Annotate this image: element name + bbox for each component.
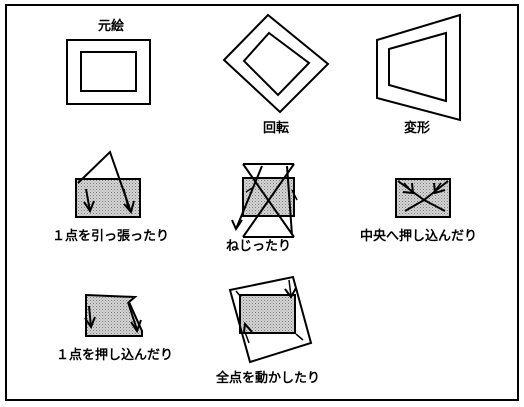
push-center-figure	[395, 178, 451, 218]
label-twist: ねじったり	[226, 239, 291, 254]
twist-figure	[231, 163, 298, 238]
push-one-point-figure	[84, 293, 143, 337]
label-push-center: 中央へ押し込んだり	[360, 228, 477, 244]
label-push-one-point: １点を押し込んだり	[56, 347, 173, 363]
label-pull-one-point: １点を引っ張ったり	[52, 228, 169, 244]
deformed-frame	[376, 13, 461, 122]
outer-border	[5, 4, 519, 401]
move-all-points-figure	[228, 275, 313, 364]
label-original: 元絵	[98, 18, 124, 34]
rotated-frame	[222, 13, 330, 114]
label-rotate: 回転	[263, 120, 289, 136]
label-move-all-points: 全点を動かしたり	[215, 370, 320, 386]
original-frame	[66, 39, 151, 105]
pull-one-point-figure	[75, 150, 141, 218]
label-deform: 変形	[404, 120, 430, 136]
